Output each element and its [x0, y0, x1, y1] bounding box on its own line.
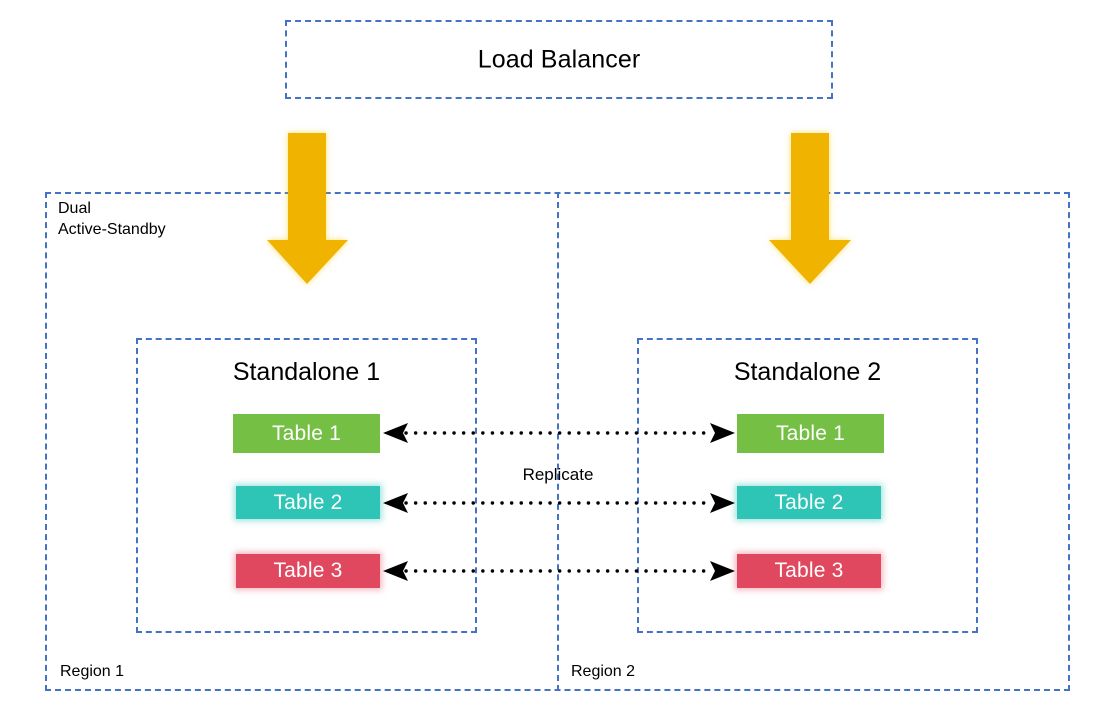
- load-balancer-label: Load Balancer: [477, 45, 641, 73]
- standalone-2-title: Standalone 2: [733, 358, 882, 386]
- standalone-2-table-2: Table 2: [737, 486, 881, 519]
- dual-active-standby-label: Dual Active-Standby: [58, 200, 166, 238]
- standalone-2-box: Standalone 2: [637, 338, 978, 633]
- standalone-2-table-3: Table 3: [737, 554, 881, 588]
- load-balancer-box: Load Balancer: [285, 20, 833, 99]
- standalone-1-title: Standalone 1: [232, 358, 381, 386]
- standalone-1-table-1: Table 1: [233, 414, 380, 453]
- region-1-label: Region 1: [60, 663, 125, 680]
- region-2-label: Region 2: [571, 663, 636, 680]
- region-divider: [557, 192, 559, 691]
- standalone-1-box: Standalone 1: [136, 338, 477, 633]
- replicate-label: Replicate: [522, 465, 594, 484]
- standalone-2-table-1: Table 1: [737, 414, 884, 453]
- standalone-1-table-2: Table 2: [236, 486, 380, 519]
- standalone-1-table-3: Table 3: [236, 554, 380, 588]
